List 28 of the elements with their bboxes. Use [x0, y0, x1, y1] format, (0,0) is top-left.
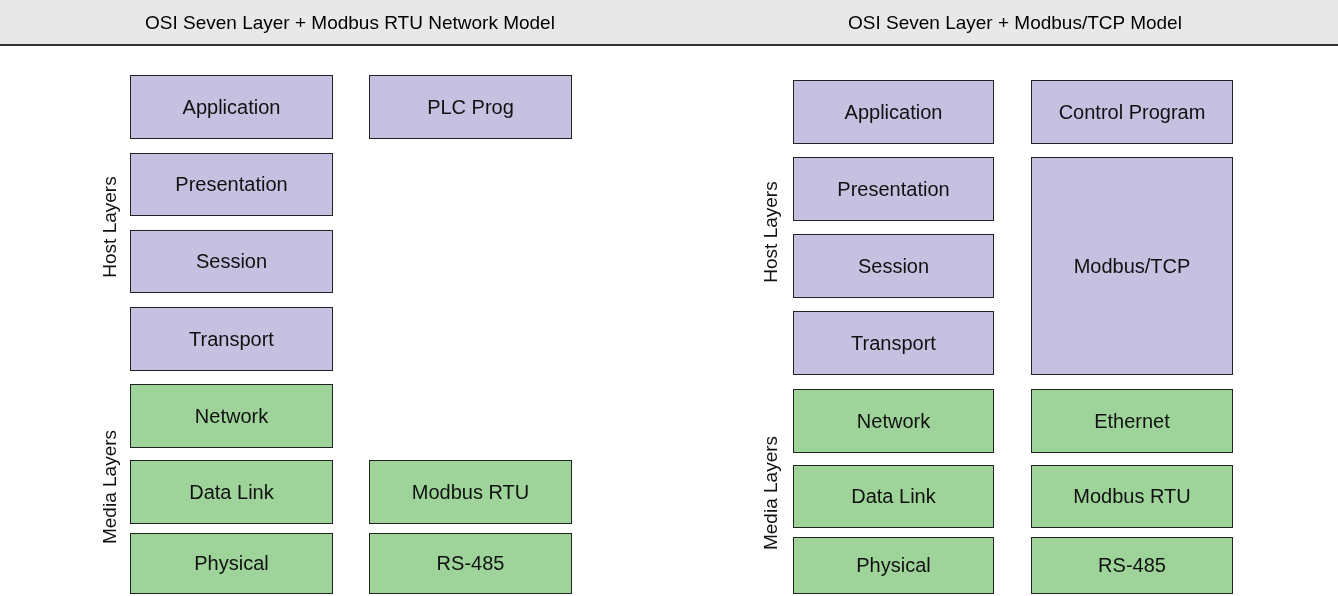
layer-box: Application — [793, 80, 994, 144]
layer-box: Data Link — [793, 465, 994, 528]
layer-box: Physical — [793, 537, 994, 594]
layer-box: Presentation — [130, 153, 333, 216]
layer-box: RS-485 — [1031, 537, 1233, 594]
layer-box: Data Link — [130, 460, 333, 524]
layer-box: Presentation — [793, 157, 994, 221]
layer-box: RS-485 — [369, 533, 572, 594]
layer-box: Session — [130, 230, 333, 293]
layer-box: Session — [793, 234, 994, 298]
axis-label: Media Layers — [99, 429, 121, 545]
layer-box: Physical — [130, 533, 333, 594]
axis-label: Host Layers — [760, 181, 782, 283]
panel-heading: OSI Seven Layer + Modbus/TCP Model — [848, 12, 1182, 34]
layer-box: Modbus RTU — [369, 460, 572, 524]
layer-box: Control Program — [1031, 80, 1233, 144]
layer-box: Modbus RTU — [1031, 465, 1233, 528]
layer-box: PLC Prog — [369, 75, 572, 139]
layer-box: Ethernet — [1031, 389, 1233, 453]
layer-box: Network — [793, 389, 994, 453]
panel-heading: OSI Seven Layer + Modbus RTU Network Model — [145, 12, 555, 34]
layer-box: Modbus/TCP — [1031, 157, 1233, 375]
axis-label: Host Layers — [99, 176, 121, 278]
layer-box: Network — [130, 384, 333, 448]
layer-box: Transport — [130, 307, 333, 371]
layer-box: Application — [130, 75, 333, 139]
axis-label: Media Layers — [760, 435, 782, 551]
layer-box: Transport — [793, 311, 994, 375]
